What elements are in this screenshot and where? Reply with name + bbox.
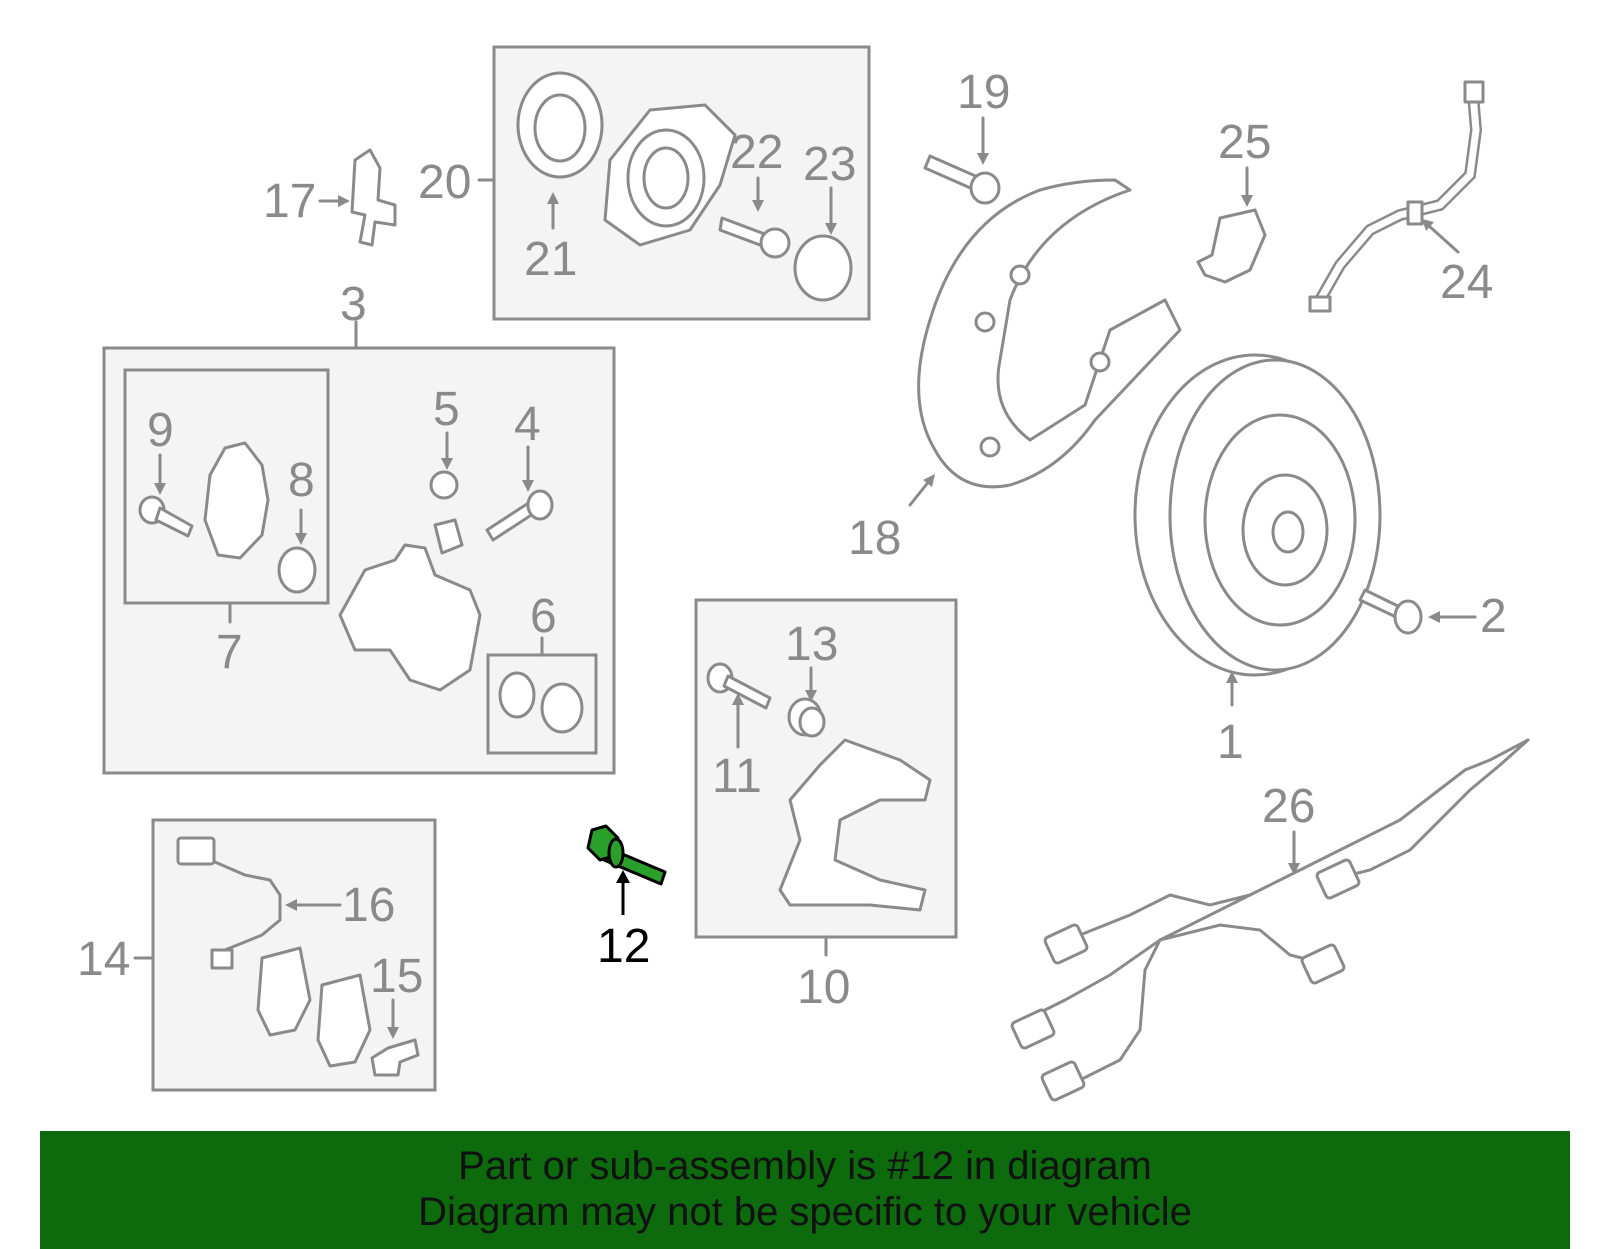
callout-3: 3 [340,278,367,331]
caliper-body-part[interactable] [338,543,482,692]
seal-21-part[interactable] [516,71,604,179]
o-ring-8-part[interactable] [277,546,317,594]
callout-15: 15 [370,950,423,1003]
callout-19: 19 [957,66,1010,119]
callout-21: 21 [524,233,577,286]
callout-9: 9 [147,404,174,457]
hub-bearing-20-part[interactable] [603,103,737,247]
banner-line-1: Part or sub-assembly is #12 in diagram [458,1144,1152,1188]
callout-2: 2 [1480,590,1507,643]
wear-sensor-16-part[interactable] [176,836,282,970]
callout-12: 12 [597,920,650,973]
bushing-13-part[interactable] [787,697,826,738]
bracket-17-part[interactable] [350,148,397,247]
bolt-9-part[interactable] [138,495,194,538]
callout-7: 7 [216,626,243,679]
callout-16: 16 [342,879,395,932]
callout-25: 25 [1218,116,1271,169]
callout-4: 4 [514,398,541,451]
callout-26: 26 [1262,780,1315,833]
callout-1: 1 [1217,716,1244,769]
callout-5: 5 [433,383,460,436]
bolt-4-part[interactable] [485,489,554,542]
callout-22: 22 [730,126,783,179]
callout-18: 18 [848,512,901,565]
callout-8: 8 [288,454,315,507]
wiring-harness-26-part[interactable] [1010,738,1530,1102]
rotor-screw-2-part[interactable] [1358,588,1423,635]
brake-pad-part[interactable] [256,946,372,1068]
bolt-12-part[interactable] [586,824,667,886]
brake-hose-24-part[interactable] [1308,80,1485,313]
callout-17: 17 [263,175,316,228]
callout-23: 23 [803,138,856,191]
callout-14: 14 [77,933,130,986]
callout-11: 11 [712,750,762,803]
splash-shield-18-part[interactable] [917,178,1182,489]
hub-bolt-22-part[interactable] [718,216,791,259]
callout-13: 13 [785,618,838,671]
callout-24: 24 [1440,256,1493,309]
guide-bolt-11-part[interactable] [706,662,772,710]
dust-cap-23-part[interactable] [793,234,853,302]
banner-line-2: Diagram may not be specific to your vehi… [418,1190,1192,1234]
caliper-housing-7-part[interactable] [203,441,270,560]
clip-15-part[interactable] [370,1038,420,1077]
wear-sensor-25-part[interactable] [1196,208,1267,284]
brake-rotor-1-part[interactable] [1133,353,1382,677]
bolt-19-part[interactable] [923,154,1001,205]
callout-10: 10 [797,961,850,1014]
callout-6: 6 [530,590,557,643]
info-banner: Part or sub-assembly is #12 in diagram D… [40,1131,1570,1249]
caliper-carrier-10-part[interactable] [778,738,932,912]
callout-20: 20 [418,156,471,209]
piston-seal-6-part[interactable] [498,671,584,734]
bleeder-5-part[interactable] [429,470,464,555]
